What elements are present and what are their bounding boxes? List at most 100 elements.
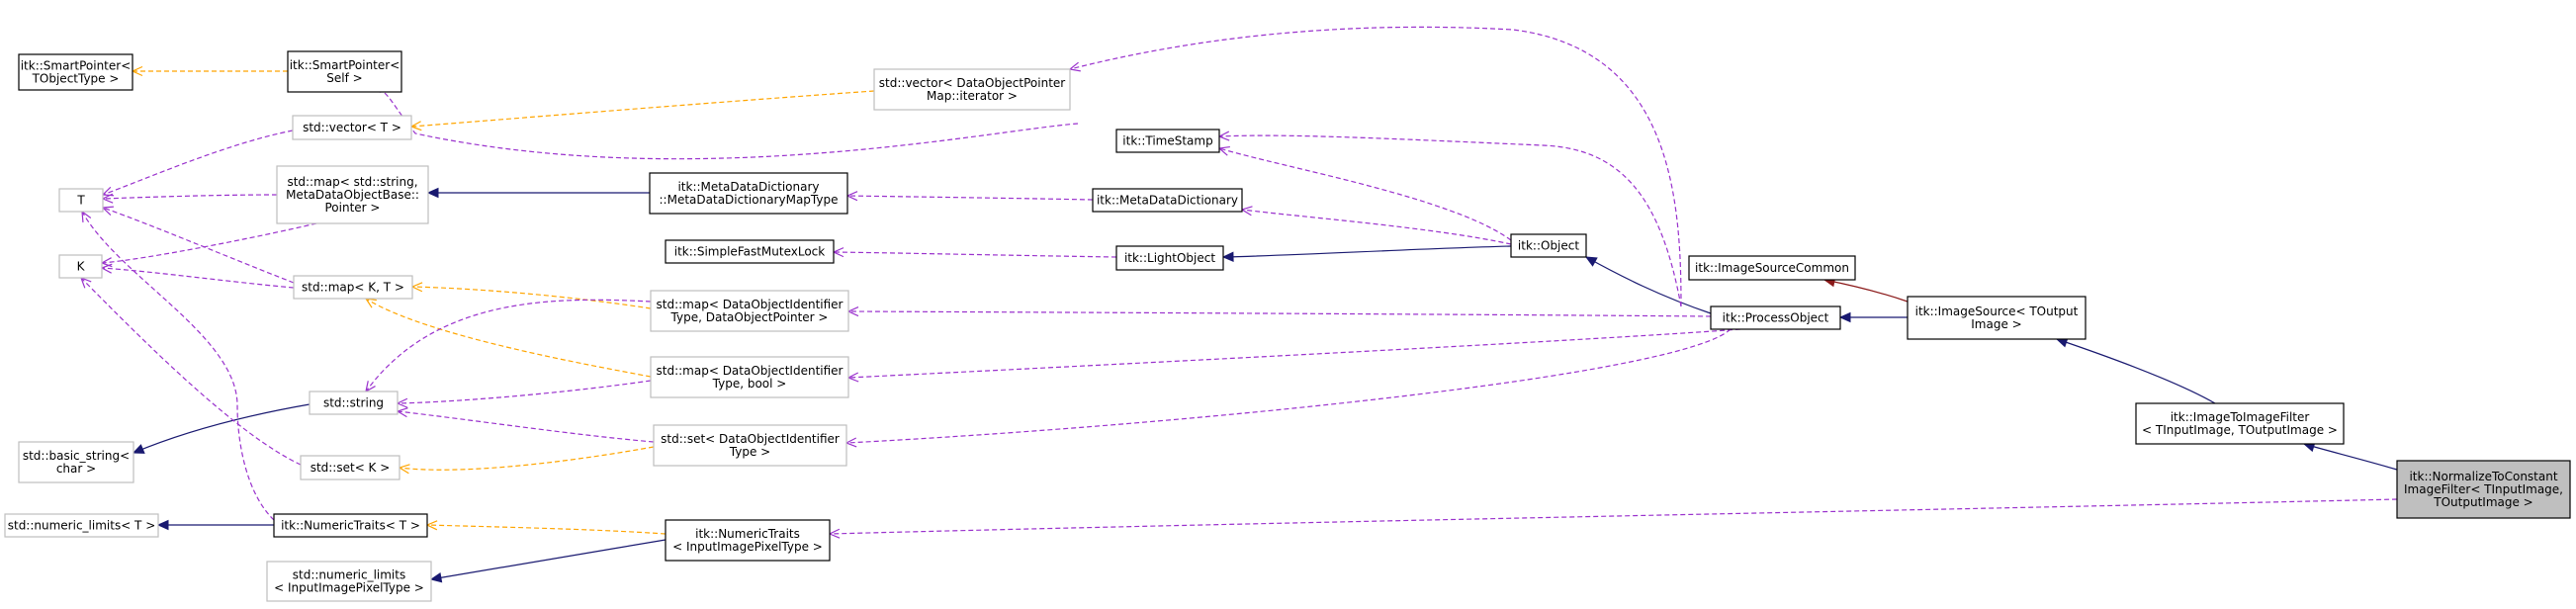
node-label-line: char >	[56, 462, 96, 476]
node-label-line: Type, DataObjectPointer >	[670, 310, 829, 324]
std-numeric-limits-t-node[interactable]: std::numeric_limits< T >	[4, 513, 159, 538]
node-label-line: Type >	[729, 445, 770, 459]
node-label-line: itk::SmartPointer<	[21, 59, 132, 73]
node-label-line: itk::SimpleFastMutexLock	[674, 245, 826, 259]
node-label-line: MetaDataObjectBase::	[286, 188, 419, 202]
node-box	[1092, 188, 1243, 213]
edge-i-ntT	[156, 519, 274, 531]
node-label-line: std::map< DataObjectIdentifier	[657, 364, 844, 378]
node-box	[4, 513, 159, 538]
node-box	[273, 513, 428, 538]
smart-pointer-tobjecttype-node[interactable]: itk::SmartPointer<TObjectType >	[18, 53, 133, 91]
std-map-string-metadata-node[interactable]: std::map< std::string,MetaDataObjectBase…	[276, 165, 429, 224]
object-node[interactable]: itk::Object	[1510, 233, 1587, 258]
node-label-line: itk::ProcessObject	[1723, 311, 1829, 325]
image-to-image-filter-node[interactable]: itk::ImageToImageFilter< TInputImage, TO…	[2135, 402, 2345, 445]
node-box	[2135, 402, 2345, 445]
edge-i-po-is	[1838, 311, 1908, 323]
numeric-traits-t-node[interactable]: itk::NumericTraits< T >	[273, 513, 428, 538]
light-object-node[interactable]: itk::LightObject	[1115, 245, 1224, 271]
std-numeric-limits-pixel-node[interactable]: std::numeric_limits< InputImagePixelType…	[266, 561, 432, 602]
edge-u-constant	[828, 498, 2398, 539]
image-source-common-node[interactable]: itk::ImageSourceCommon	[1688, 255, 1856, 281]
edge-u-el-vec	[101, 130, 294, 197]
node-label-line: std::map< std::string,	[287, 175, 417, 189]
edge-t-self	[131, 65, 288, 77]
node-label-line: Self >	[326, 71, 362, 85]
node-box	[650, 290, 849, 332]
node-label-line: itk::NumericTraits< T >	[281, 519, 420, 533]
node-box	[276, 165, 429, 224]
edge-i-is-itif	[2055, 337, 2216, 404]
node-label-line: itk::MetaDataDictionary	[1097, 194, 1238, 208]
numeric-traits-pixel-node[interactable]: itk::NumericTraits< InputImagePixelType …	[665, 519, 831, 562]
node-box	[653, 424, 847, 467]
timestamp-node[interactable]: itk::TimeStamp	[1115, 129, 1220, 153]
t-node[interactable]: T	[58, 188, 104, 213]
node-label-line: itk::ImageSource< TOutput	[1915, 304, 2079, 318]
metadatadictionary-node[interactable]: itk::MetaDataDictionary	[1092, 188, 1243, 213]
node-label-line: Map::iterator >	[927, 89, 1018, 103]
k-node[interactable]: K	[58, 254, 103, 279]
edge-u-keys-set	[79, 276, 302, 466]
node-label-line: TOutputImage >	[2433, 495, 2532, 509]
node-box	[287, 50, 402, 93]
node-label-line: std::basic_string<	[23, 449, 130, 463]
edge-u-keys-s2	[396, 380, 652, 408]
node-label-line: Pointer >	[325, 201, 381, 215]
node-label-line: < InputImagePixelType >	[672, 540, 823, 554]
process-object-node[interactable]: itk::ProcessObject	[1710, 305, 1841, 330]
edge-u-dict	[845, 191, 1094, 202]
std-vector-t-node[interactable]: std::vector< T >	[292, 115, 412, 140]
node-box	[58, 254, 103, 279]
edge-u-el-map	[101, 193, 278, 204]
image-source-node[interactable]: itk::ImageSource< TOutputImage >	[1907, 296, 2087, 340]
simple-fast-mutex-lock-node[interactable]: itk::SimpleFastMutexLock	[665, 239, 835, 264]
node-label-line: Image >	[1971, 317, 2021, 331]
edge-i-bstr	[132, 403, 311, 454]
std-map-k-t-node[interactable]: std::map< K, T >	[293, 275, 413, 300]
std-basic-string-node[interactable]: std::basic_string<char >	[18, 441, 134, 483]
smart-pointer-self-node[interactable]: itk::SmartPointer<Self >	[287, 50, 402, 93]
node-box	[1115, 245, 1224, 271]
node-label-line: itk::MetaDataDictionary	[677, 180, 819, 194]
std-set-k-node[interactable]: std::set< K >	[300, 455, 400, 480]
node-label-line: std::numeric_limits	[293, 568, 405, 582]
edge-u-omtime	[1217, 130, 1682, 307]
node-label-line: itk::ImageToImageFilter	[2171, 410, 2310, 424]
node-box	[300, 455, 400, 480]
edge-i-ntpix	[429, 539, 666, 583]
edge-i-obj-po	[1584, 256, 1712, 314]
node-label-line: itk::NumericTraits	[695, 527, 800, 541]
edge-u-keys-s1	[365, 299, 652, 393]
edge-u-rcl	[832, 247, 1117, 258]
edge-i-isc	[1822, 276, 1909, 303]
edge-t-doidptr	[410, 282, 652, 309]
std-vector-dataobject-iterator-node[interactable]: std::vector< DataObjectPointerMap::itera…	[873, 68, 1071, 111]
node-box	[1688, 255, 1856, 281]
node-box	[1115, 129, 1220, 153]
edge-i-itif-ntc	[2302, 441, 2398, 471]
edge-u-outin	[846, 305, 1712, 317]
edge-u-keys-map	[100, 222, 317, 268]
edge-u-mtime	[1217, 145, 1512, 241]
node-label-line: < TInputImage, TOutputImage >	[2142, 423, 2338, 437]
edge-t-dopmi	[409, 90, 875, 131]
edge-t-inpix	[425, 520, 666, 535]
node-box	[2396, 460, 2571, 519]
node-box	[873, 68, 1071, 111]
node-label-line: ::MetaDataDictionaryMapType	[660, 193, 839, 207]
node-box	[292, 115, 412, 140]
node-label-line: K	[77, 260, 86, 274]
metadatadictionary-maptype-node[interactable]: itk::MetaDataDictionary::MetaDataDiction…	[649, 172, 848, 215]
node-label-line: itk::TimeStamp	[1122, 134, 1212, 148]
node-box	[309, 391, 399, 415]
std-string-node[interactable]: std::string	[309, 391, 399, 415]
node-box	[266, 561, 432, 602]
node-label-line: itk::Object	[1518, 239, 1579, 253]
node-label-line: itk::NormalizeToConstant	[2409, 470, 2557, 483]
